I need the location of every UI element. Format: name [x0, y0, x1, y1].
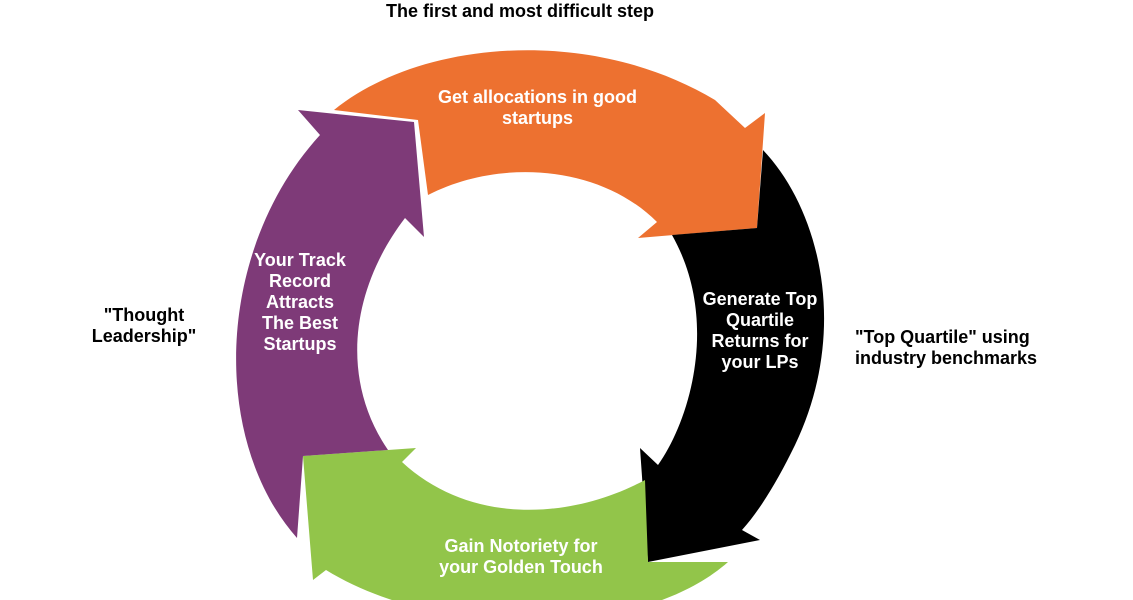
green-segment-label: Gain Notoriety for your Golden Touch [439, 536, 603, 577]
right-caption: "Top Quartile" using industry benchmarks [855, 327, 1038, 368]
orange-segment-label: Get allocations in good startups [437, 87, 637, 128]
purple-segment-label: Your Track Record Attracts The Best Star… [254, 250, 346, 354]
green-arrow-segment [303, 448, 728, 600]
black-arrow-segment [640, 150, 825, 562]
left-caption: "Thought Leadership" [91, 305, 197, 346]
purple-arrow-segment [236, 110, 424, 538]
top-caption: The first and most difficult step [386, 1, 655, 21]
black-segment-label: Generate Top Quartile Returns for your L… [702, 289, 818, 372]
orange-arrow-segment [334, 50, 765, 238]
